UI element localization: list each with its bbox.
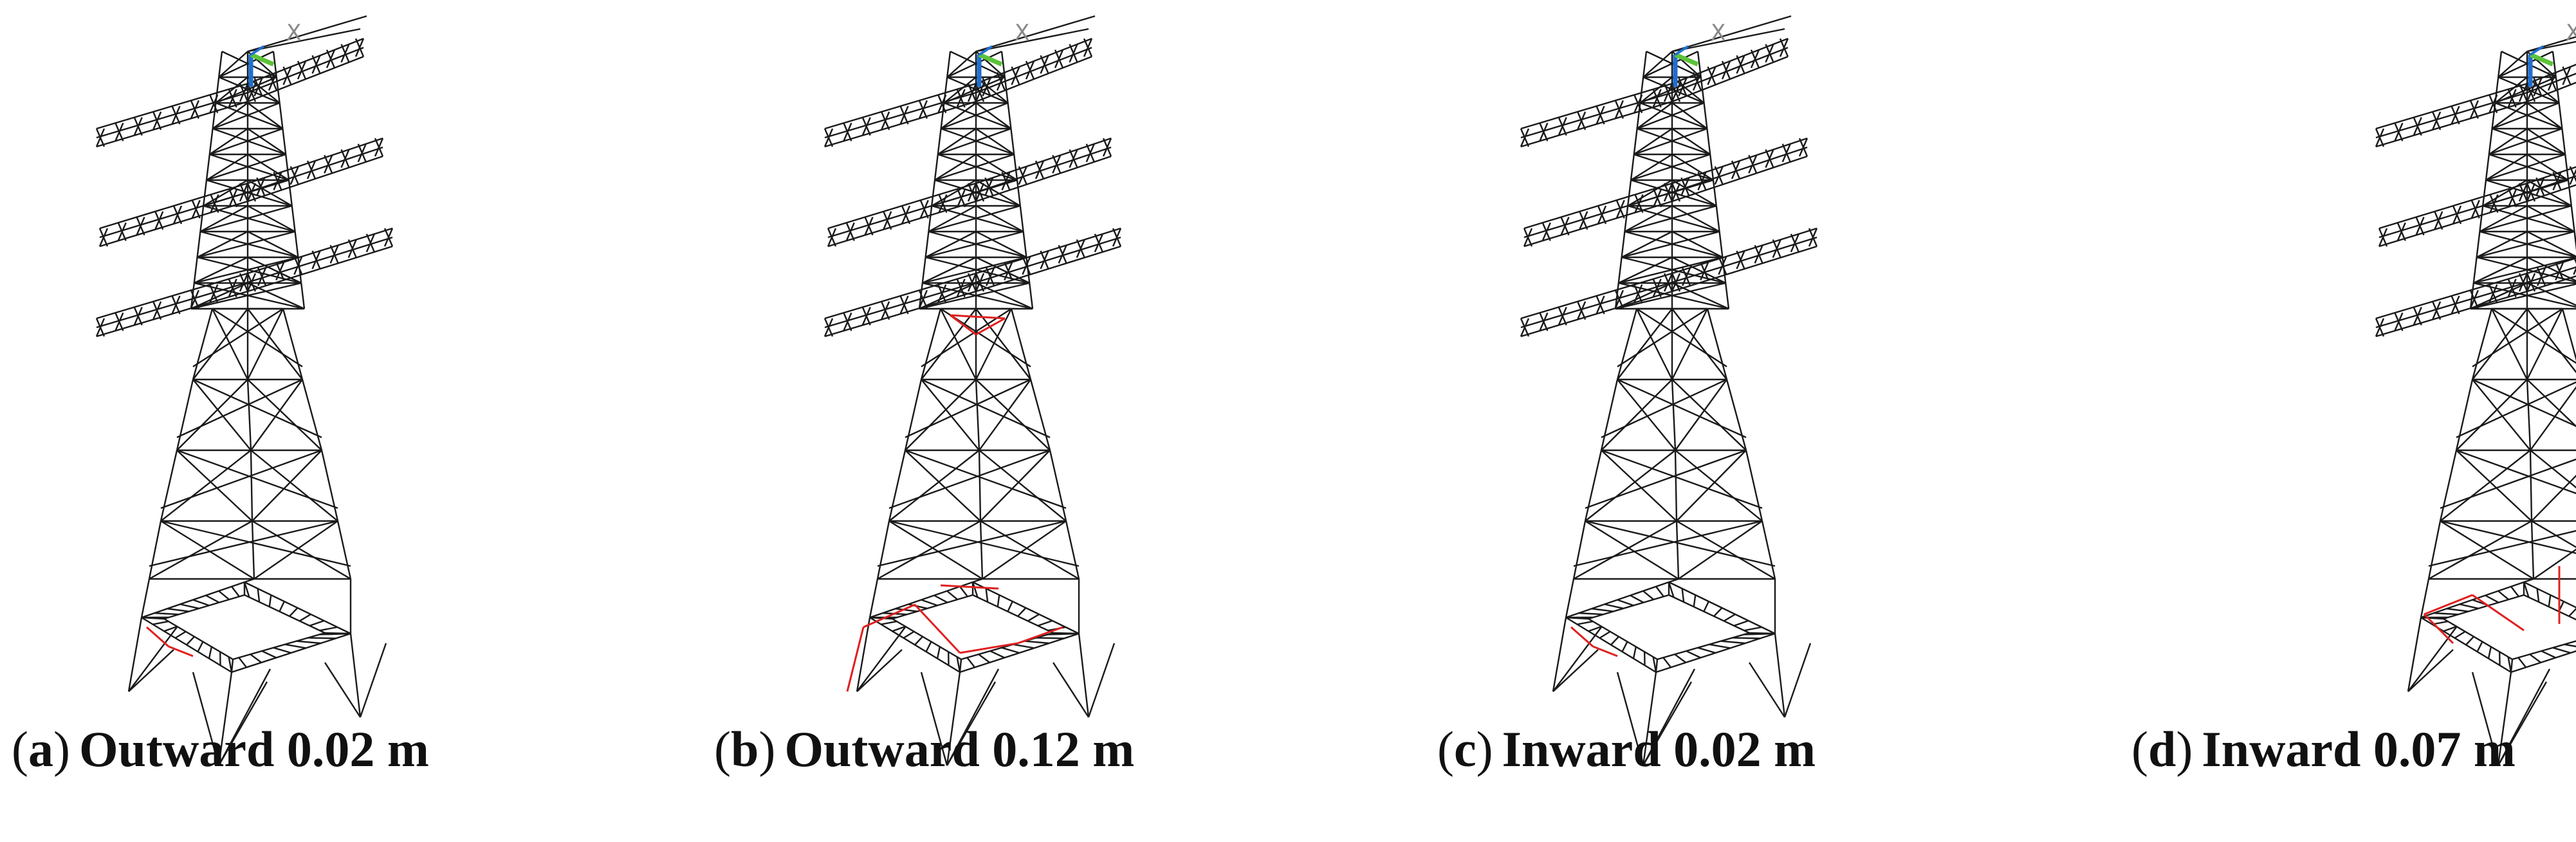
axis-triad-icon: X: [2528, 20, 2576, 87]
tower-diagram: X: [2375, 20, 2576, 766]
panel-title: Inward 0.07 m: [2202, 721, 2516, 777]
axis-label: X: [1015, 20, 1029, 46]
panel-letter: d: [2148, 721, 2176, 777]
panel-letter: b: [730, 721, 759, 777]
axis-label: X: [286, 20, 301, 46]
panel-caption: (b)Outward 0.12 m: [714, 721, 1135, 777]
tower-diagram: X: [1520, 15, 1818, 766]
panel-c: X (c)Inward 0.02 m: [1405, 0, 2049, 842]
axis-triad-icon: X: [248, 20, 301, 87]
panel-title: Inward 0.02 m: [1502, 721, 1816, 777]
panel-letter: a: [28, 721, 53, 777]
axis-triad-icon: X: [977, 20, 1029, 87]
tower-diagram: X: [823, 15, 1122, 766]
tower-mesh: [2375, 36, 2576, 766]
panel-d: X (d)Inward 0.07 m: [1932, 0, 2576, 842]
axis-label: X: [1711, 20, 1725, 46]
tower-mesh: [823, 15, 1122, 766]
failed-members: [2423, 566, 2561, 645]
panel-caption: (a)Outward 0.02 m: [12, 721, 429, 777]
panel-b: X (b)Outward 0.12 m: [703, 0, 1347, 842]
panel-title: Outward 0.02 m: [78, 721, 429, 777]
failed-members: [146, 626, 194, 657]
panel-letter: c: [1453, 721, 1477, 777]
panel-title: Outward 0.12 m: [784, 721, 1135, 777]
panel-caption: (d)Inward 0.07 m: [2131, 721, 2516, 777]
failed-members: [1570, 626, 1618, 657]
panel-caption: (c)Inward 0.02 m: [1437, 721, 1816, 777]
tower-mesh: [95, 15, 394, 766]
tower-diagram: X: [95, 15, 394, 766]
tower-mesh: [1520, 15, 1818, 766]
axis-triad-icon: X: [1673, 20, 1725, 87]
axis-label: X: [2566, 20, 2576, 46]
panel-a: X (a)Outward 0.02 m: [0, 0, 644, 842]
failed-members: [846, 314, 1063, 692]
